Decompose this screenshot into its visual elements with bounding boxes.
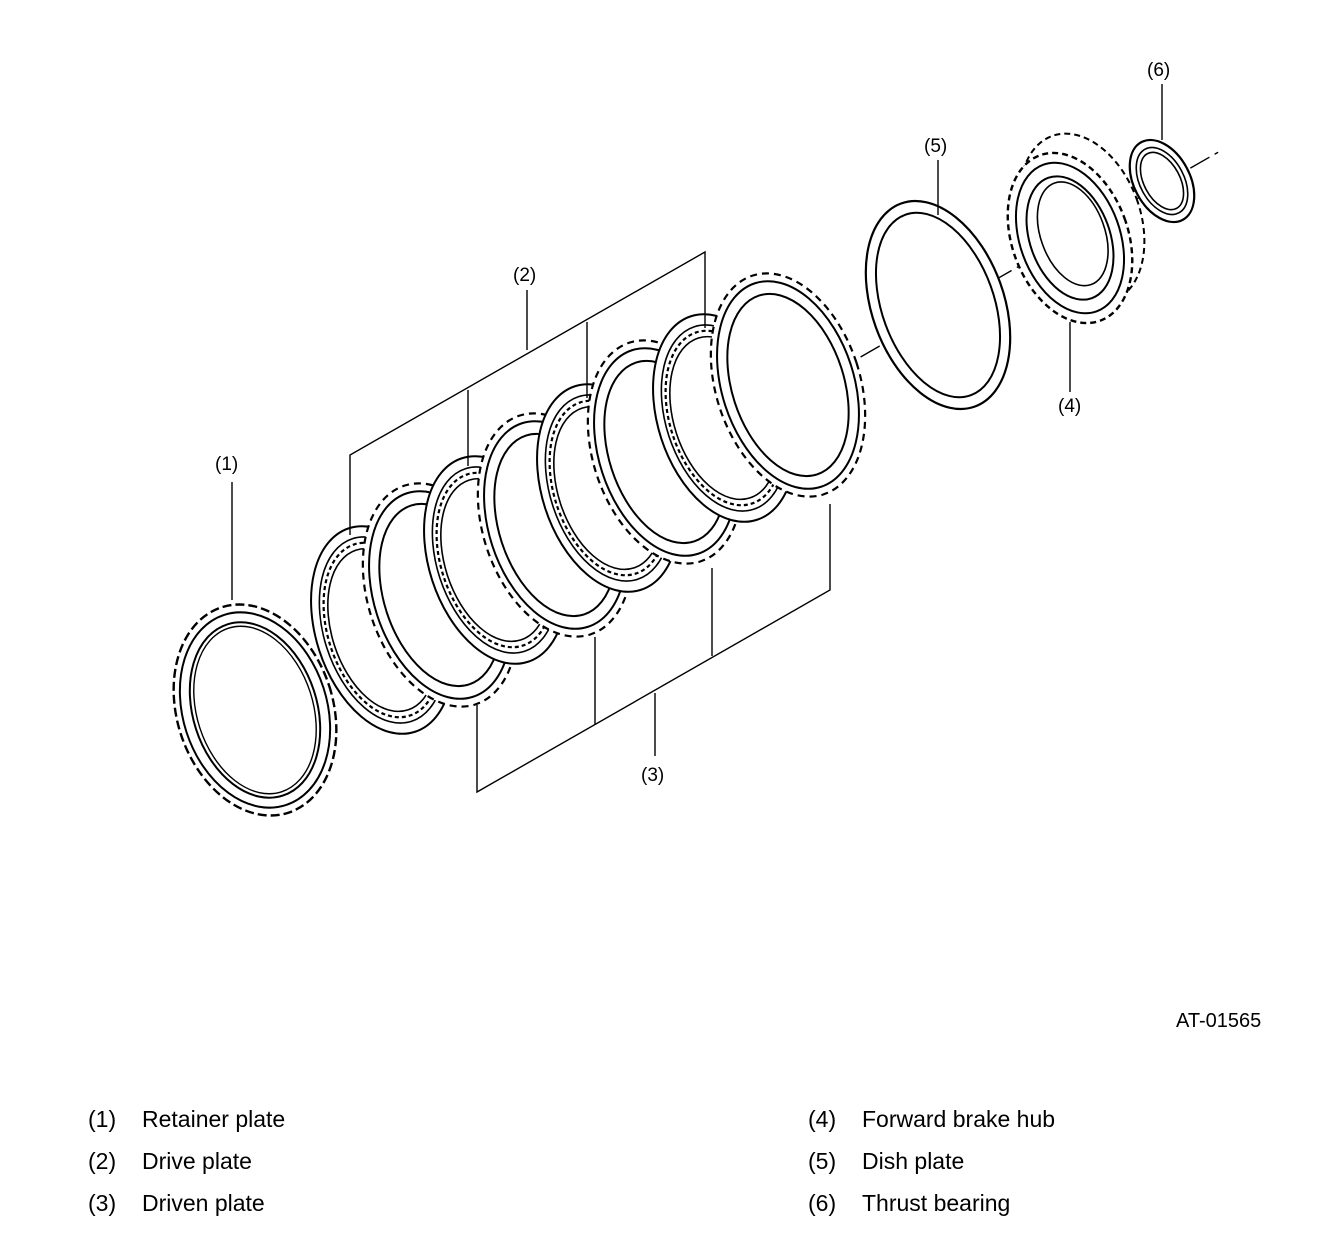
callout-4: (4)	[1058, 396, 1081, 417]
figure-code: AT-01565	[1176, 1010, 1262, 1032]
legend-number: (6)	[808, 1189, 837, 1216]
callout-3: (3)	[641, 765, 664, 786]
legend-number: (4)	[808, 1105, 837, 1132]
legend-number: (1)	[88, 1105, 117, 1132]
callout-2: (2)	[513, 265, 536, 286]
legend-item: (5) Dish plate	[808, 1140, 1055, 1182]
thrust-bearing	[1128, 138, 1196, 224]
exploded-view-diagram: (1) (2) (3) (4) (5) (6)	[172, 60, 1223, 817]
legend-label: Dish plate	[862, 1147, 965, 1174]
callout-1: (1)	[215, 454, 238, 475]
legend-label: Forward brake hub	[862, 1105, 1056, 1132]
legend-label: Drive plate	[142, 1147, 252, 1174]
legend-label: Retainer plate	[142, 1105, 286, 1132]
leader-lines	[231, 84, 1163, 794]
legend-label: Thrust bearing	[862, 1189, 1011, 1216]
legend-item: (1) Retainer plate	[88, 1098, 285, 1140]
legend-left-column: (1) Retainer plate (2) Drive plate (3) D…	[88, 1098, 285, 1224]
legend-item: (3) Driven plate	[88, 1182, 285, 1224]
retainer-plate	[172, 603, 338, 817]
legend-item: (4) Forward brake hub	[808, 1098, 1055, 1140]
legend-number: (2)	[88, 1147, 117, 1174]
legend-label: Driven plate	[142, 1189, 265, 1216]
legend-item: (6) Thrust bearing	[808, 1182, 1055, 1224]
legend-item: (2) Drive plate	[88, 1140, 285, 1182]
legend-right-column: (4) Forward brake hub (5) Dish plate (6)…	[808, 1098, 1055, 1224]
legend-number: (3)	[88, 1189, 117, 1216]
dish-plate	[864, 199, 1012, 411]
callout-5: (5)	[924, 136, 947, 157]
forward-brake-hub	[1006, 132, 1146, 325]
legend-number: (5)	[808, 1147, 837, 1174]
callout-6: (6)	[1147, 60, 1170, 81]
